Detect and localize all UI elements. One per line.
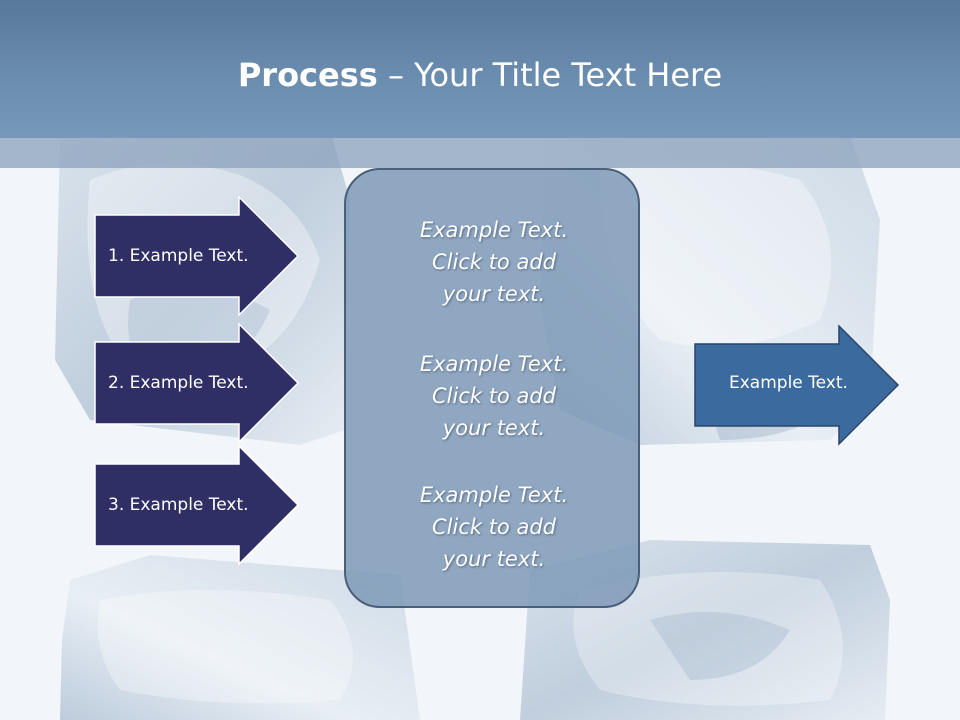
center-paragraph-2-line-3: your text. — [442, 416, 546, 440]
title-bold-text: Process — [237, 56, 378, 94]
output-arrow-label: Example Text. — [729, 373, 848, 393]
step-arrow-1[interactable] — [94, 195, 304, 317]
center-paragraph-3-line-1: Example Text. — [419, 483, 569, 507]
center-text-box[interactable]: Example Text. Click to add your text. Ex… — [344, 168, 640, 608]
center-paragraph-1-line-2: Click to add — [431, 250, 556, 274]
step-arrow-1-label: 1. Example Text. — [108, 246, 249, 266]
slide-title[interactable]: Process – Your Title Text Here — [0, 48, 960, 102]
center-paragraph-3-line-2: Click to add — [431, 515, 556, 539]
center-paragraph-2-line-2: Click to add — [431, 384, 556, 408]
output-arrow[interactable] — [694, 324, 904, 446]
center-paragraph-1-line-1: Example Text. — [419, 218, 569, 242]
center-paragraph-1-line-3: your text. — [442, 282, 546, 306]
center-paragraph-1: Example Text. Click to add your text. — [346, 214, 642, 310]
step-arrow-2-label: 2. Example Text. — [108, 373, 249, 393]
center-paragraph-3: Example Text. Click to add your text. — [346, 479, 642, 575]
step-arrow-3[interactable] — [94, 444, 304, 566]
center-paragraph-3-line-3: your text. — [442, 547, 546, 571]
step-arrow-3-label: 3. Example Text. — [108, 495, 249, 515]
center-paragraph-2-line-1: Example Text. — [419, 352, 569, 376]
center-paragraph-2: Example Text. Click to add your text. — [346, 348, 642, 444]
step-arrow-2[interactable] — [94, 322, 304, 444]
title-rest-text: – Your Title Text Here — [377, 56, 723, 94]
title-bar — [0, 0, 960, 138]
title-underband — [0, 138, 960, 168]
